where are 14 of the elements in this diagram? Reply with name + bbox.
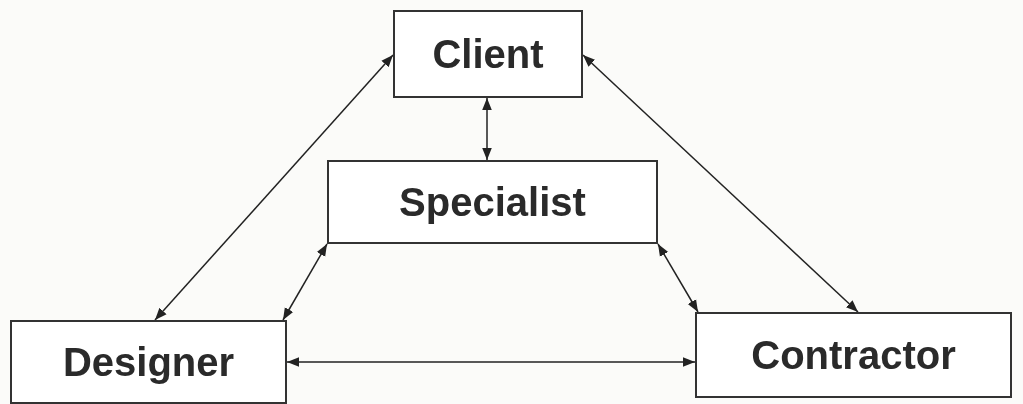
label-box xyxy=(393,10,583,98)
label-box xyxy=(695,312,1012,398)
double-arrow xyxy=(154,54,394,321)
box-label: Designer xyxy=(62,342,235,382)
box-label: Contractor xyxy=(751,335,956,375)
double-arrow xyxy=(582,54,859,313)
label-box xyxy=(10,320,287,404)
double-arrow xyxy=(482,97,492,161)
double-arrow xyxy=(282,243,328,321)
box-label: Client xyxy=(432,34,544,74)
double-arrow xyxy=(657,243,699,313)
label-box xyxy=(327,160,658,244)
double-arrow xyxy=(286,357,696,367)
box-label: Specialist xyxy=(399,182,586,222)
